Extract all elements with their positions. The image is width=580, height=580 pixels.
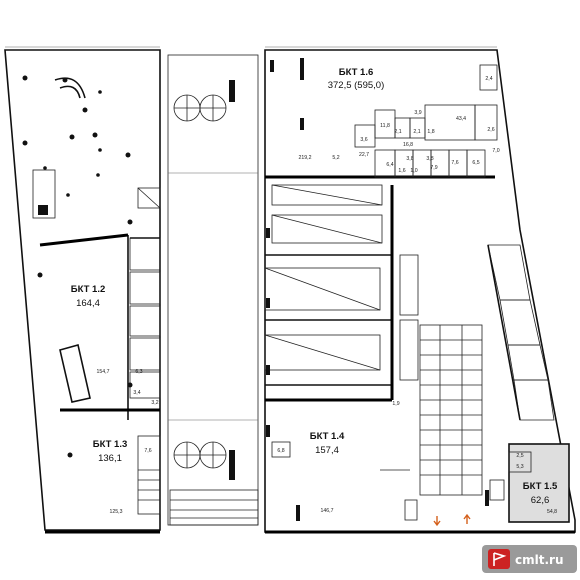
room-label: 125,3 — [110, 509, 123, 515]
room-label: 7,0 — [492, 148, 499, 154]
unit-1-3-title: БКТ 1.3 — [93, 439, 128, 450]
watermark-text: cmlt.ru — [515, 553, 564, 567]
room-label: 3,6 — [360, 137, 367, 143]
room-label: 3,2 — [151, 400, 158, 406]
unit-1-4-title: БКТ 1.4 — [310, 431, 345, 442]
room-label: 16,8 — [403, 142, 413, 148]
room-label: 1,6 — [398, 168, 405, 174]
room-label: 154,7 — [97, 369, 110, 375]
room-label: 1,0 — [410, 168, 417, 174]
room-label: 2,4 — [485, 76, 492, 82]
room-label: 1,8 — [427, 129, 434, 135]
room-label: 5,3 — [516, 464, 523, 470]
room-labels: 11,8 2,1 3,9 2,1 1,8 43,4 2,6 2,4 3,6 5,… — [97, 76, 558, 515]
unit-1-6-area: 372,5 (595,0) — [328, 80, 385, 91]
room-label: 146,7 — [321, 508, 334, 514]
entrance-arrows — [433, 513, 471, 527]
room-label: 6,8 — [277, 448, 284, 454]
atrium — [167, 54, 259, 526]
room-label: 22,7 — [359, 152, 369, 158]
room-label: 7,6 — [451, 160, 458, 166]
room-label: 2,1 — [394, 129, 401, 135]
room-label: 3,4 — [133, 390, 140, 396]
room-label: 3,8 — [406, 156, 413, 162]
east-wing — [264, 58, 570, 523]
room-label: 6,4 — [386, 162, 393, 168]
room-label: 7,6 — [144, 448, 151, 454]
unit-1-3-area: 136,1 — [98, 453, 122, 464]
room-label: 1,9 — [392, 401, 399, 407]
room-label: 2,5 — [516, 453, 523, 459]
room-label: 11,8 — [380, 123, 390, 129]
room-label: 6,3 — [135, 369, 142, 375]
room-label: 43,4 — [456, 116, 466, 122]
room-label: 6,5 — [472, 160, 479, 166]
unit-1-6-title: БКТ 1.6 — [339, 67, 374, 78]
room-label: 3,9 — [414, 110, 421, 116]
watermark: cmlt.ru — [482, 545, 577, 573]
unit-1-5-area: 62,6 — [531, 495, 550, 506]
room-label: 5,2 — [332, 155, 339, 161]
unit-1-2-title: БКТ 1.2 — [71, 284, 106, 295]
room-label: 3,8 — [426, 156, 433, 162]
unit-1-5-title: БКТ 1.5 — [523, 481, 558, 492]
red-flag-icon — [488, 549, 510, 569]
unit-1-2-area: 164,4 — [76, 298, 100, 309]
unit-labels: БКТ 1.6 372,5 (595,0) БКТ 1.2 164,4 БКТ … — [71, 67, 558, 506]
outer-walls — [4, 46, 576, 534]
room-label: 219,2 — [299, 155, 312, 161]
room-label: 2,6 — [487, 127, 494, 133]
room-label: 7,9 — [430, 165, 437, 171]
room-label: 54,8 — [547, 509, 557, 515]
unit-1-5-highlight — [508, 443, 570, 523]
unit-1-4-area: 157,4 — [315, 445, 339, 456]
west-wing — [22, 75, 161, 515]
room-label: 2,1 — [413, 129, 420, 135]
